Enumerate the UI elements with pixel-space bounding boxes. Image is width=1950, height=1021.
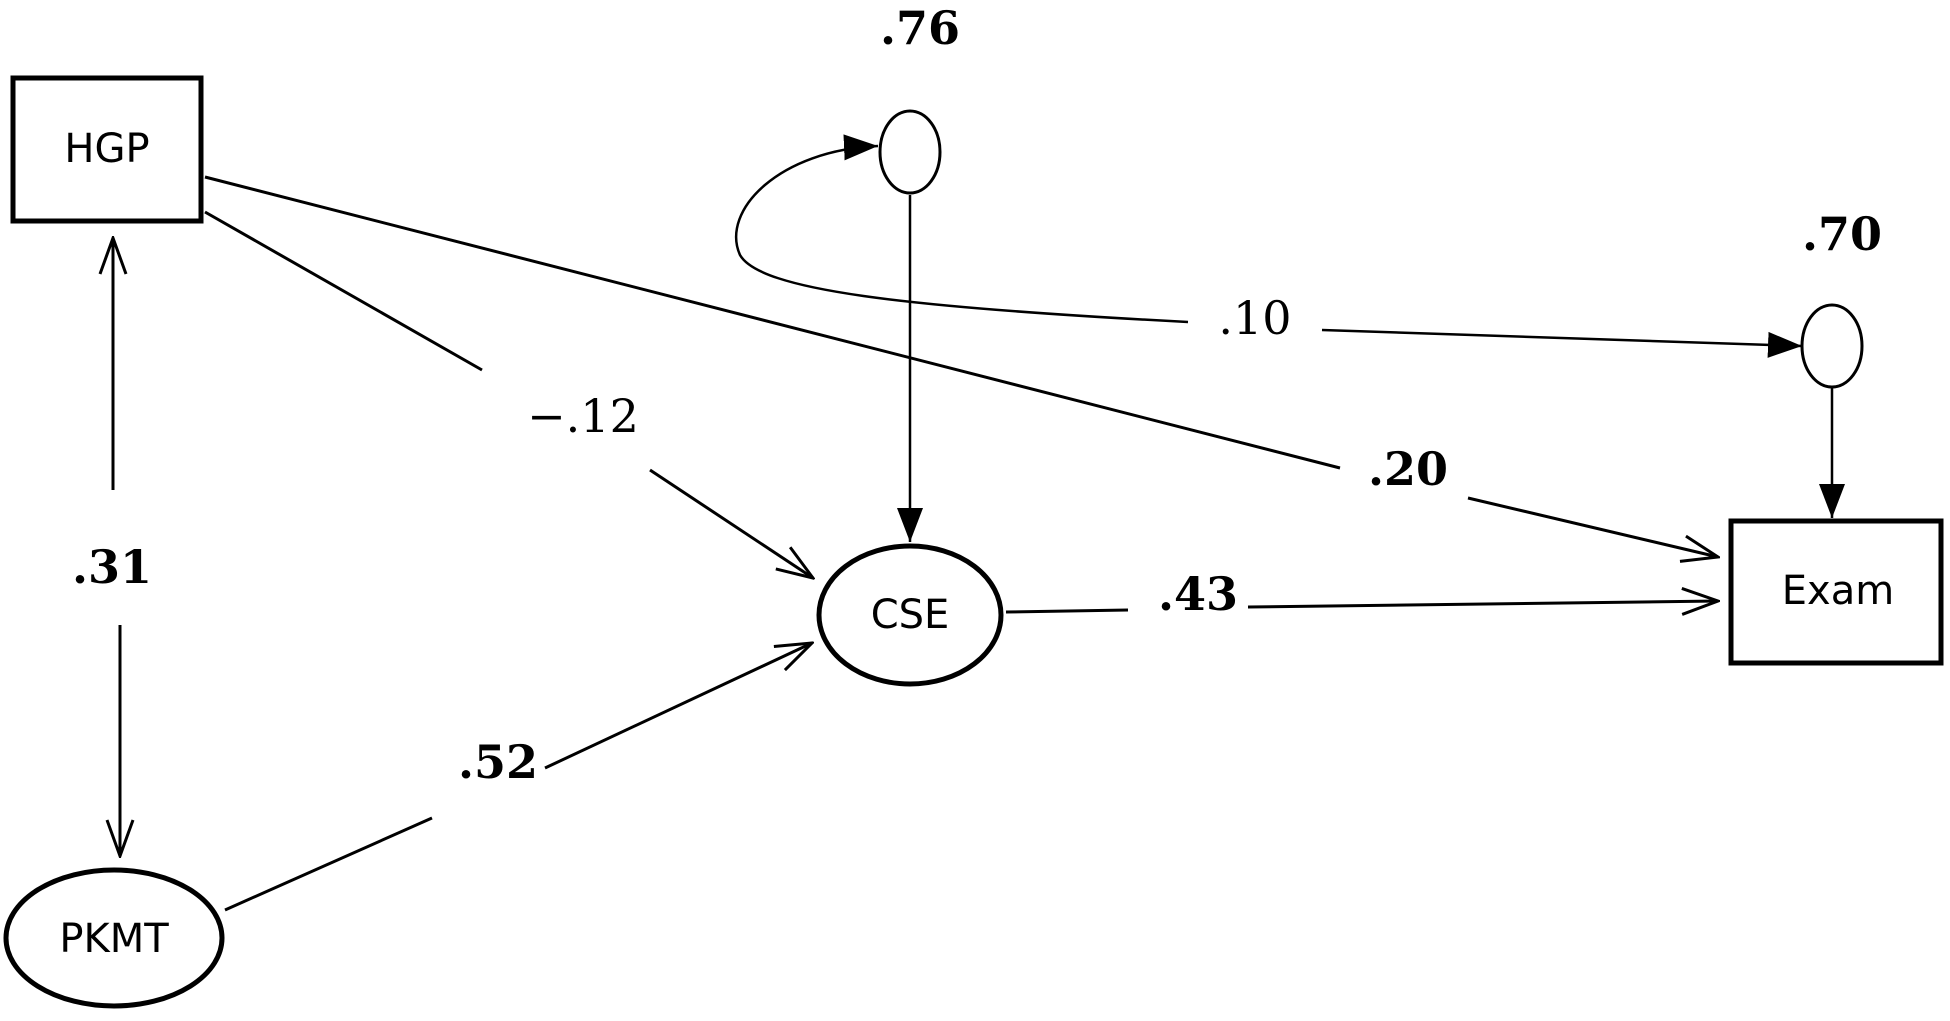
node-pkmt-label: PKMT: [59, 916, 169, 962]
edge-cse-exam: [1005, 601, 1718, 612]
coef-hgp-exam: .20: [1368, 442, 1448, 496]
error-cse-variance: .76: [880, 1, 960, 55]
coef-pkmt-cse: .52: [458, 735, 538, 789]
error-exam-variance: .70: [1802, 207, 1882, 261]
edge-hgp-exam: [204, 175, 1718, 557]
edge-hgp-pkmt: [113, 238, 120, 856]
node-exam: Exam: [1728, 518, 1944, 666]
node-hgp: HGP: [10, 75, 204, 224]
coef-errors-covariance: .10: [1218, 291, 1291, 345]
node-pkmt: PKMT: [3, 867, 225, 1009]
node-hgp-label: HGP: [64, 126, 149, 172]
node-error-exam: [1800, 303, 1864, 389]
edge-errors-covariance: [734, 134, 1803, 358]
coef-cse-exam: .43: [1158, 567, 1238, 621]
node-cse: CSE: [816, 543, 1004, 687]
coef-hgp-cse: −.12: [527, 389, 639, 443]
coef-hgp-pkmt: .31: [72, 540, 152, 594]
node-exam-label: Exam: [1782, 568, 1894, 614]
node-error-cse: [878, 109, 942, 195]
node-cse-label: CSE: [871, 592, 950, 638]
edge-pkmt-cse: [224, 643, 812, 912]
edge-hgp-cse: [204, 210, 813, 578]
